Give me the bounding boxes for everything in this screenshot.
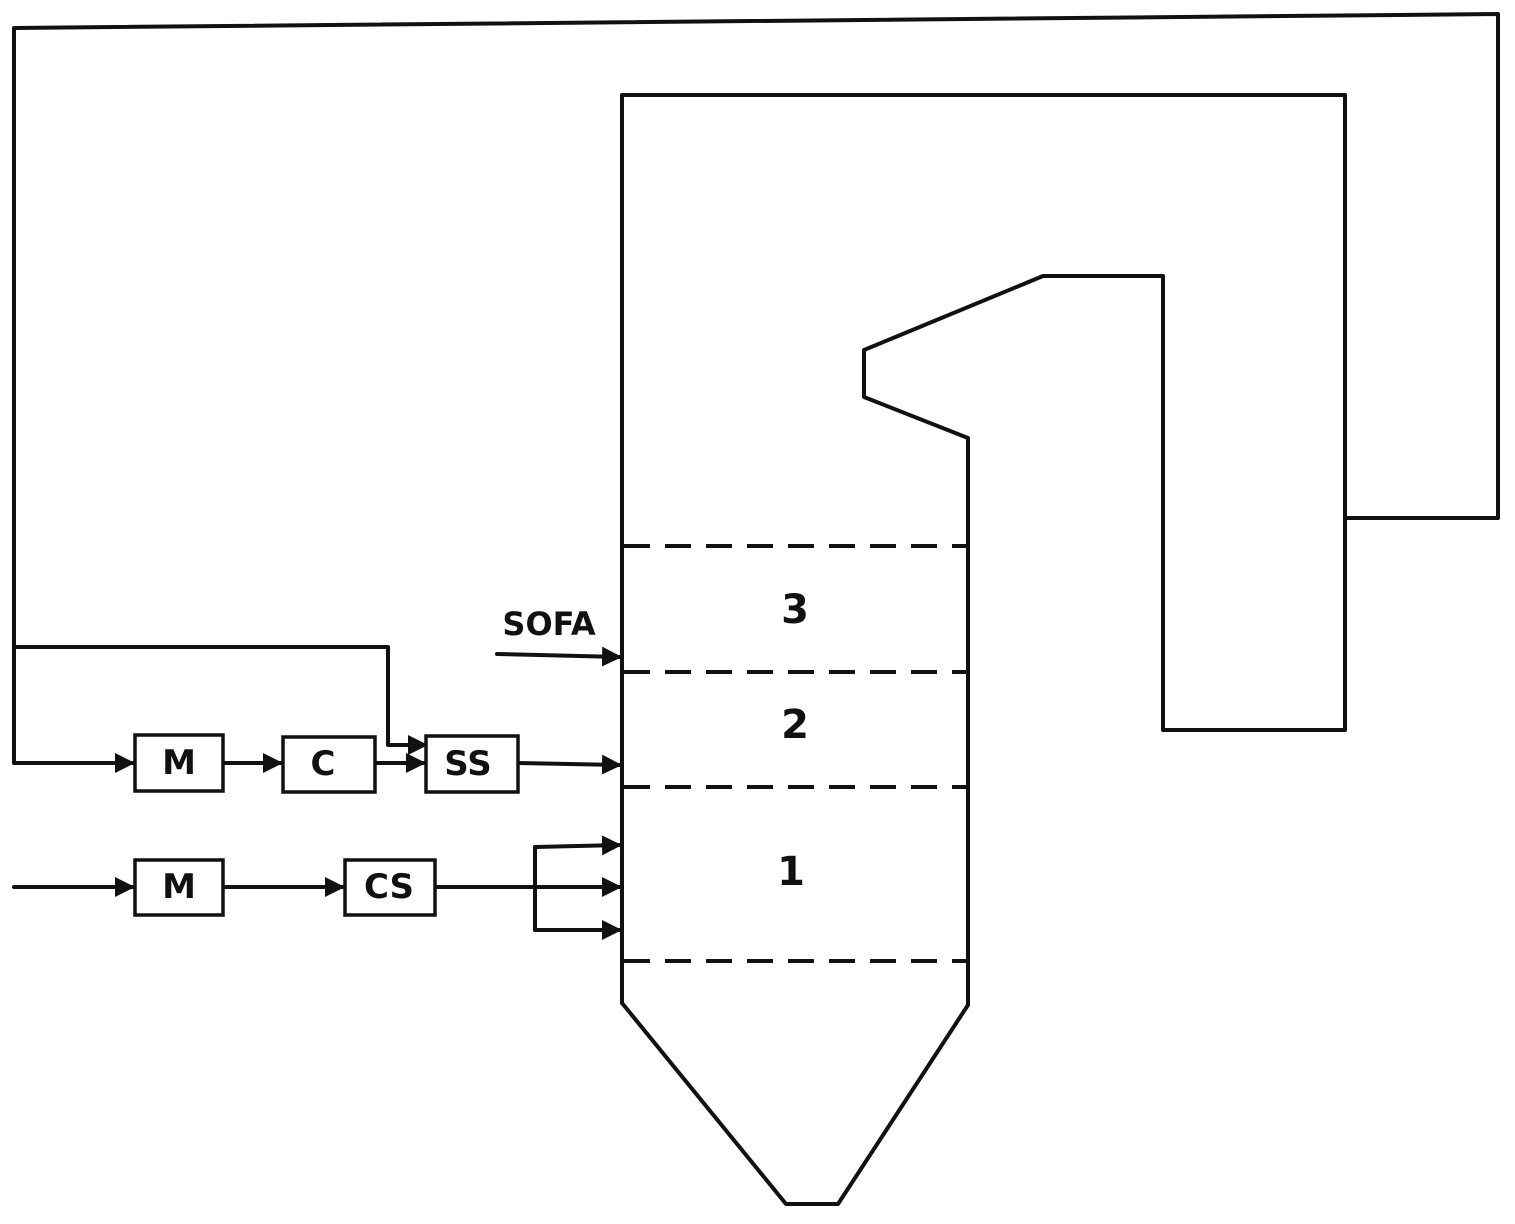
svg-text:SS: SS: [444, 744, 491, 784]
svg-text:CS: CS: [364, 867, 414, 907]
block-ss: SS: [424, 734, 520, 794]
furnace-outline: [620, 93, 1347, 1206]
svg-text:C: C: [311, 744, 336, 784]
ss-to-furnace-arrow: [516, 754, 622, 775]
svg-text:M: M: [162, 867, 196, 907]
block-m-lower: M: [133, 858, 225, 917]
manifold-upper-arrow: [533, 835, 622, 856]
zone-label-2: 2: [781, 702, 809, 748]
block-cs: CS: [343, 858, 437, 917]
sofa-inlet-arrow: [495, 646, 622, 667]
zone-label-3: 3: [781, 587, 809, 633]
block-c: C: [281, 735, 377, 794]
recirculation-branch-to-ss: [12, 645, 428, 755]
recirculation-outer-loop: [12, 12, 1500, 765]
svg-text:M: M: [162, 743, 196, 783]
sofa-label: SOFA: [502, 605, 595, 643]
block-m-upper: M: [133, 733, 225, 793]
zone-label-1: 1: [777, 849, 805, 895]
